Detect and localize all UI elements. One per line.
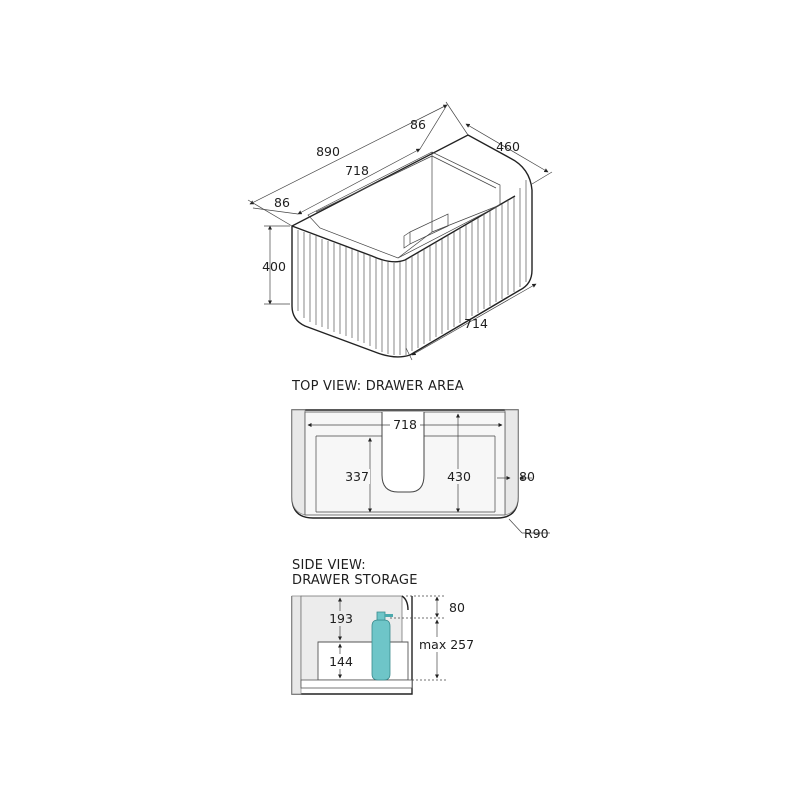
dim-top-radius: R90: [524, 526, 549, 541]
dim-side-max-height: max 257: [419, 637, 474, 652]
dim-iso-width: 890: [316, 144, 340, 159]
dim-iso-height: 400: [262, 259, 286, 274]
top-view: TOP VIEW: DRAWER AREA 718 337 430 80 R90: [291, 379, 550, 541]
dim-top-depth-left: 337: [345, 469, 369, 484]
dim-top-depth-right: 430: [447, 469, 471, 484]
dim-side-lower: 144: [329, 654, 353, 669]
dim-top-side-gap: 80: [519, 469, 535, 484]
dim-iso-side-left: 86: [274, 195, 290, 210]
top-view-side-left: [291, 409, 306, 516]
dim-iso-side-right: 86: [410, 117, 426, 132]
side-view-title-line2: DRAWER STORAGE: [292, 573, 418, 588]
fluted-front: [297, 180, 527, 355]
dim-iso-depth: 460: [496, 139, 520, 154]
drawer-divider: [403, 213, 449, 249]
dim-iso-front: 714: [464, 316, 488, 331]
dim-side-top-gap: 80: [449, 600, 465, 615]
cabinet-top-edge: [291, 195, 516, 263]
dim-iso-drawer-width: 718: [345, 163, 369, 178]
side-view-side: [291, 595, 302, 695]
side-view-title-line1: SIDE VIEW:: [292, 558, 366, 573]
dim-top-width: 718: [393, 417, 417, 432]
side-view: SIDE VIEW: DRAWER STORAGE 193 144 80: [291, 558, 478, 695]
isometric-view: 890 718 86 86 460 400 714: [247, 101, 553, 361]
dim-side-upper: 193: [329, 611, 353, 626]
top-view-side-right: [504, 409, 519, 516]
bottle-illustration: [371, 611, 393, 681]
top-view-title: TOP VIEW: DRAWER AREA: [291, 379, 464, 394]
